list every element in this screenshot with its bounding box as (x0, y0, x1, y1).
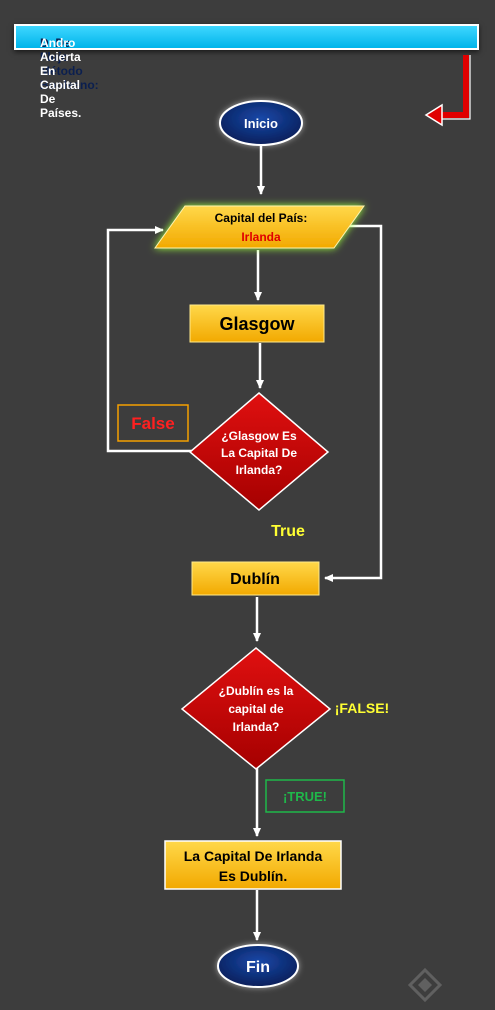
decision1-line1: ¿Glasgow Es (221, 429, 297, 443)
bypass-arrow (324, 224, 383, 582)
glasgow-label: Glasgow (219, 314, 295, 334)
watermark-logo-icon (407, 967, 443, 1003)
decision1-line3: Irlanda? (236, 463, 283, 477)
title-rest-text: Andro Acierta En Capital De Países. (40, 36, 82, 120)
true1-label: True (271, 523, 305, 540)
decision2-line3: Irlanda? (233, 720, 280, 734)
dublin-label: Dublín (230, 571, 280, 588)
diagram-title: D. De Flujo Método Booleano: Andro Acier… (14, 24, 479, 120)
decision1-diamond (188, 392, 330, 511)
decision2-diamond (180, 647, 332, 770)
decision1-line2: La Capital De (221, 446, 297, 460)
inicio-label: Inicio (244, 116, 278, 131)
input-label-line2: Irlanda (241, 230, 281, 244)
true2-box (265, 779, 345, 813)
fin-oval (217, 944, 299, 988)
false1-box (117, 404, 189, 442)
dublin-box (191, 561, 320, 596)
result-line2: Es Dublín. (219, 868, 287, 884)
result-box (164, 840, 342, 890)
false2-label: ¡FALSE! (335, 700, 389, 716)
input-parallelogram (154, 205, 365, 249)
title-bold-text: D. De Flujo Método Booleano: (40, 36, 99, 92)
loop-false-arrow (106, 226, 193, 453)
input-label-line1: Capital del País: (215, 211, 308, 225)
glasgow-box (189, 304, 325, 343)
false1-label: False (131, 414, 174, 433)
fin-label: Fin (246, 959, 270, 976)
decision2-line2: capital de (228, 702, 284, 716)
decision2-line1: ¿Dublín es la (219, 684, 294, 698)
inicio-oval (219, 100, 303, 146)
true2-label: ¡TRUE! (283, 789, 327, 804)
result-line1: La Capital De Irlanda (184, 848, 323, 864)
return-arrow-icon (424, 55, 471, 127)
